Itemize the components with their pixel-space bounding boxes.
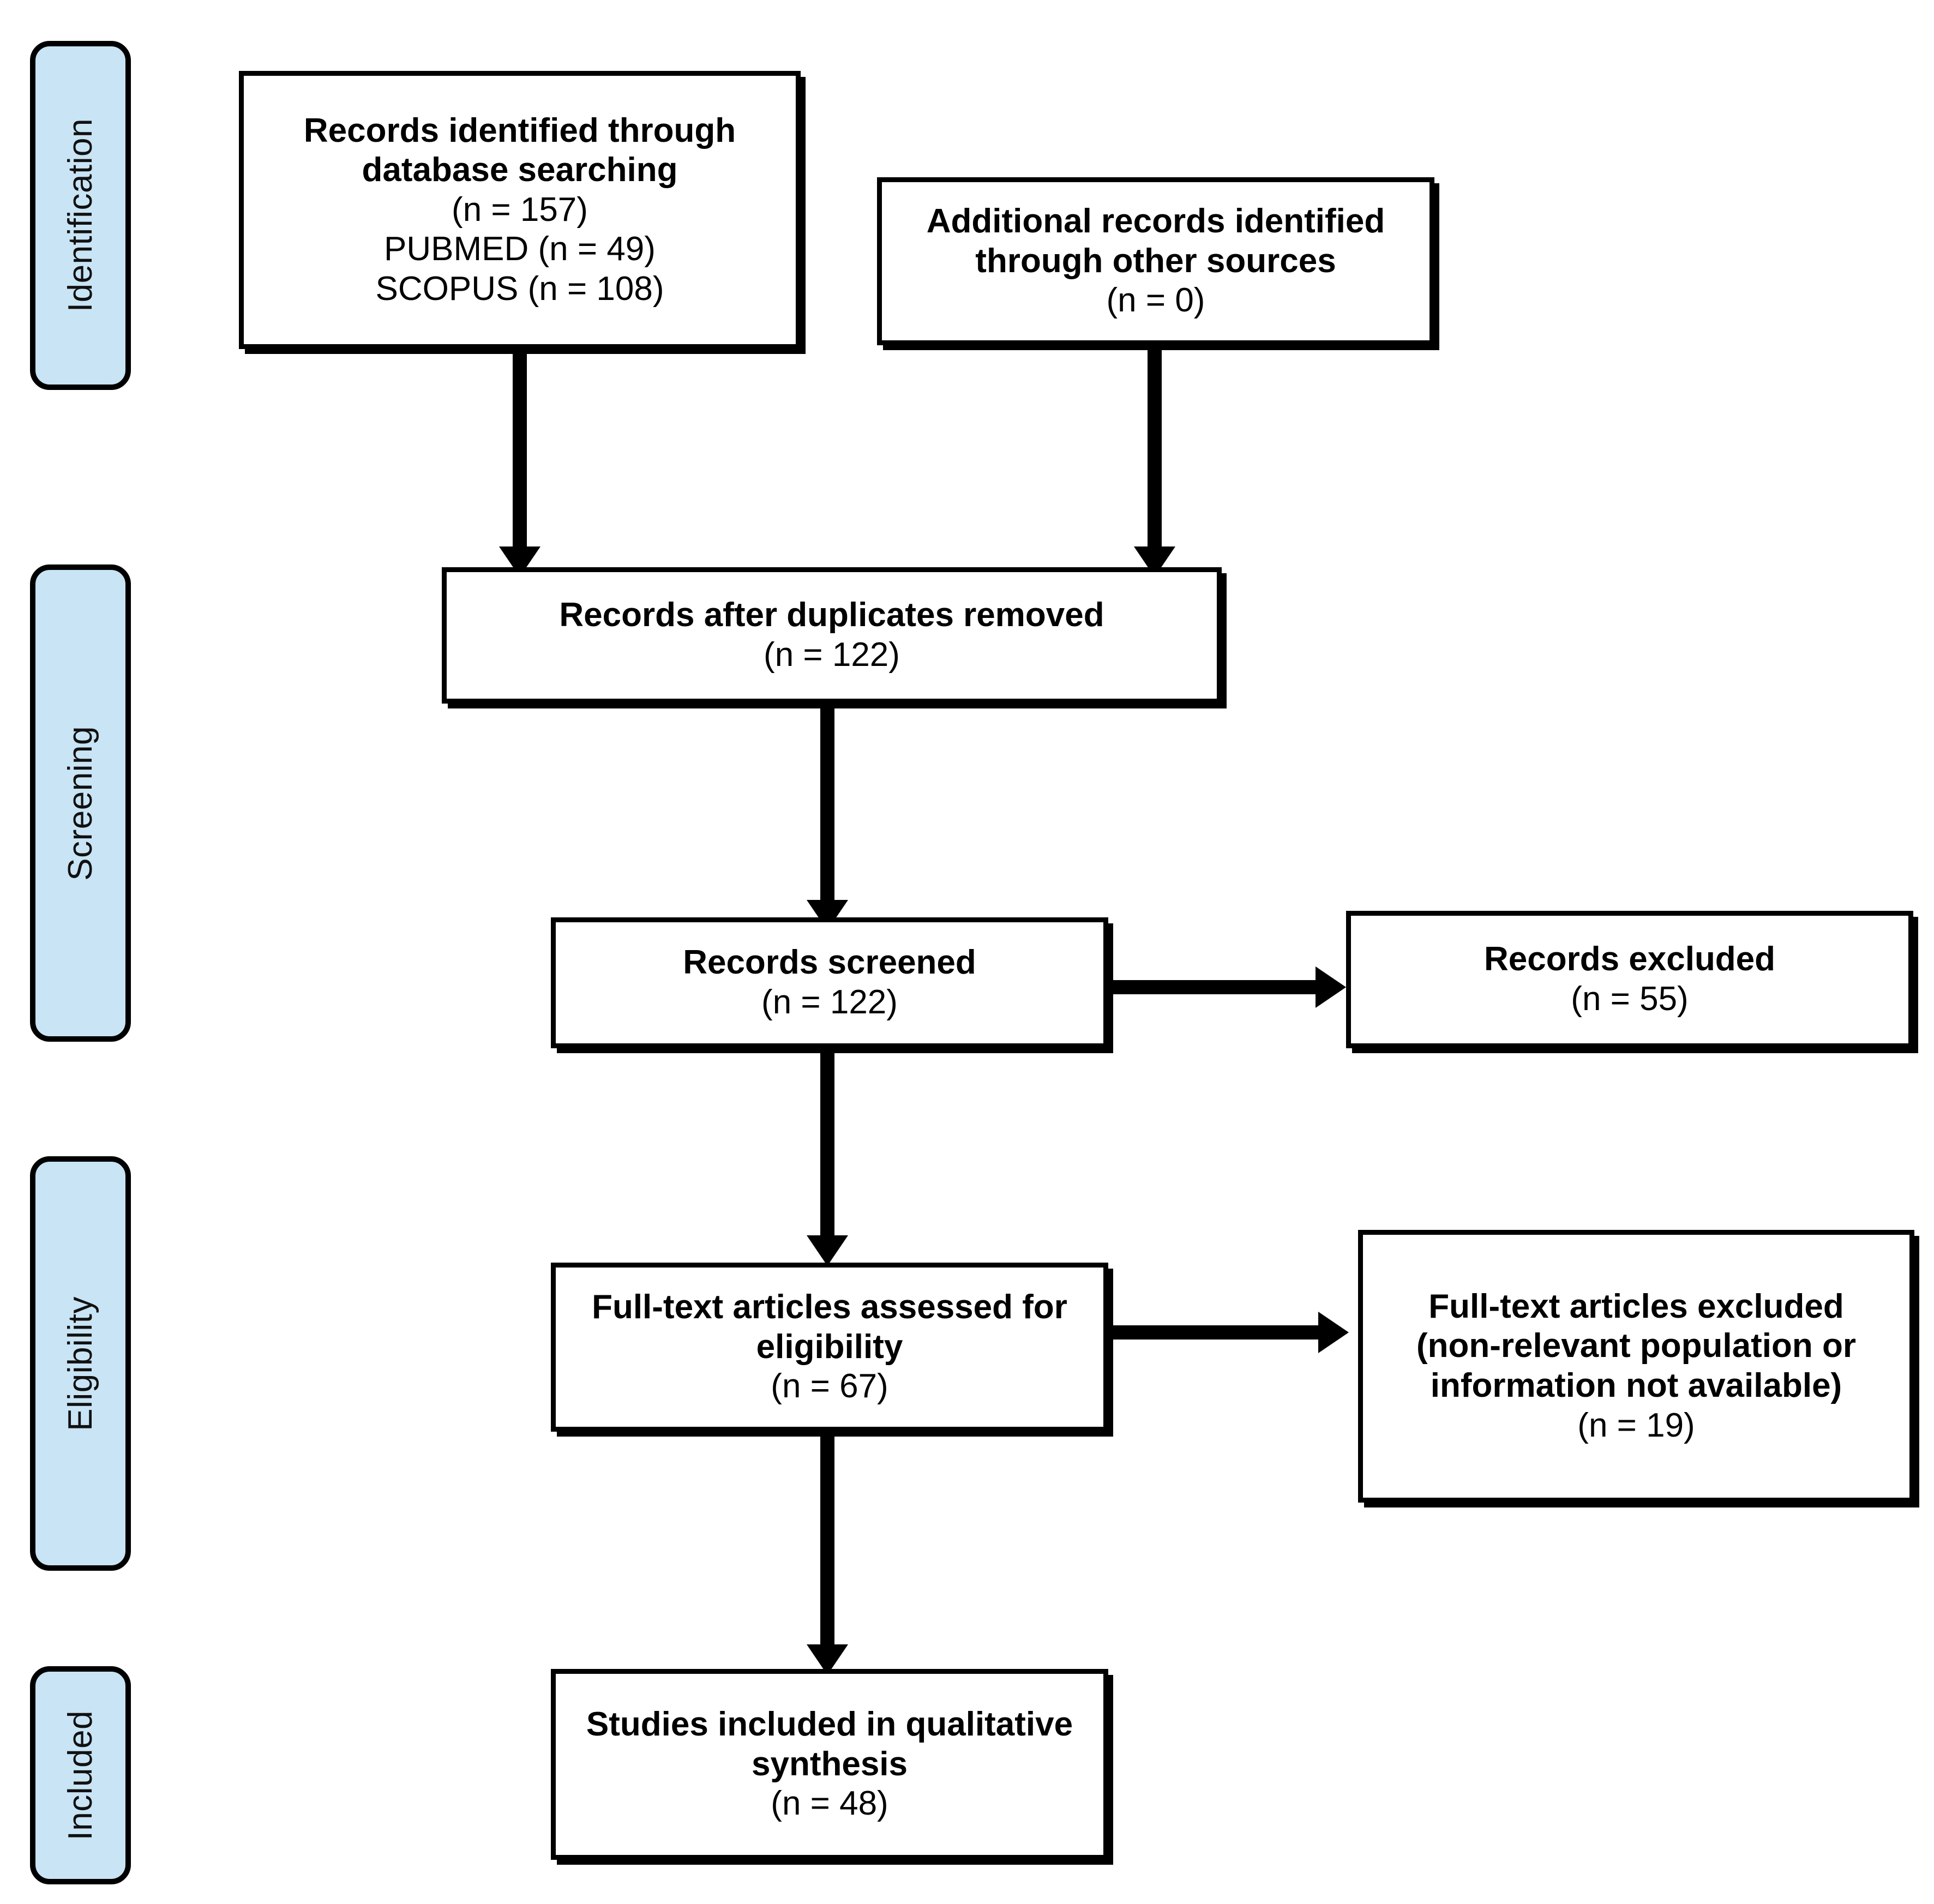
box-fulltext-assessed-eligibility-line3: (n = 67) [771,1367,888,1406]
box-additional-records-other-sources-line3: (n = 0) [1106,281,1205,320]
box-records-identified-database-line5: SCOPUS (n = 108) [375,269,664,308]
box-fulltext-excluded: Full-text articles excluded (non-relevan… [1358,1230,1914,1503]
box-records-identified-database: Records identified through database sear… [239,71,801,349]
connector-screened-to-fulltext-line [820,1047,834,1235]
box-records-screened-line1: Records screened [683,944,976,982]
connector-database-to-duplicates-line [513,345,527,546]
box-fulltext-assessed-eligibility-line2: eligibility [756,1328,903,1366]
box-fulltext-excluded-line2: (non-relevant population or [1416,1327,1856,1365]
box-records-excluded-line2: (n = 55) [1571,980,1689,1018]
box-fulltext-excluded-line3: information not available) [1430,1367,1842,1404]
box-records-screened-line2: (n = 122) [761,983,898,1021]
box-fulltext-assessed-eligibility-line1: Full-text articles assessed for [592,1288,1067,1326]
box-studies-included-line2: synthesis [751,1745,908,1783]
box-records-identified-database-line3: (n = 157) [452,190,588,229]
stage-tab-eligibility: Eligibility [30,1156,131,1571]
connector-other-to-duplicates-line [1148,345,1162,546]
box-fulltext-excluded-line4: (n = 19) [1577,1406,1695,1444]
box-records-excluded-line1: Records excluded [1483,940,1776,978]
stage-tab-identification: Identification [30,41,131,390]
box-fulltext-excluded-line1: Full-text articles excluded [1428,1287,1844,1325]
box-records-excluded: Records excluded (n = 55) [1346,911,1913,1048]
box-records-after-duplicates-removed-line1: Records after duplicates removed [559,596,1104,634]
box-studies-included-line3: (n = 48) [771,1785,888,1823]
box-additional-records-other-sources-line2: through other sources [975,242,1336,280]
box-records-identified-database-line4: PUBMED (n = 49) [384,230,656,268]
stage-tab-identification-label: Identification [62,118,99,313]
box-records-screened: Records screened (n = 122) [551,917,1108,1048]
stage-tab-included: Included [30,1666,131,1884]
stage-tab-screening: Screening [30,564,131,1042]
box-fulltext-assessed-eligibility: Full-text articles assessed for eligibil… [551,1263,1108,1432]
connector-screened-to-excluded-arrow [1316,966,1346,1008]
connector-duplicates-to-screened-line [820,704,834,900]
box-studies-included: Studies included in qualitative synthesi… [551,1669,1108,1860]
connector-fulltext-to-excluded-line [1101,1325,1322,1340]
box-additional-records-other-sources-line1: Additional records identified [926,202,1385,241]
box-additional-records-other-sources: Additional records identified through ot… [877,177,1434,345]
box-records-identified-database-line1: Records identified through [303,111,736,149]
connector-screened-to-excluded-line [1101,980,1319,994]
box-records-after-duplicates-removed: Records after duplicates removed (n = 12… [442,567,1222,704]
box-records-after-duplicates-removed-line2: (n = 122) [764,636,900,674]
box-records-identified-database-line2: database searching [362,151,678,189]
connector-fulltext-to-excluded-arrow [1318,1312,1349,1353]
connector-screened-to-fulltext-arrow [807,1235,848,1266]
stage-tab-screening-label: Screening [62,725,99,881]
stage-tab-included-label: Included [62,1710,99,1841]
connector-fulltext-to-included-line [820,1429,834,1644]
stage-tab-eligibility-label: Eligibility [62,1296,99,1431]
box-studies-included-line1: Studies included in qualitative [586,1705,1073,1744]
